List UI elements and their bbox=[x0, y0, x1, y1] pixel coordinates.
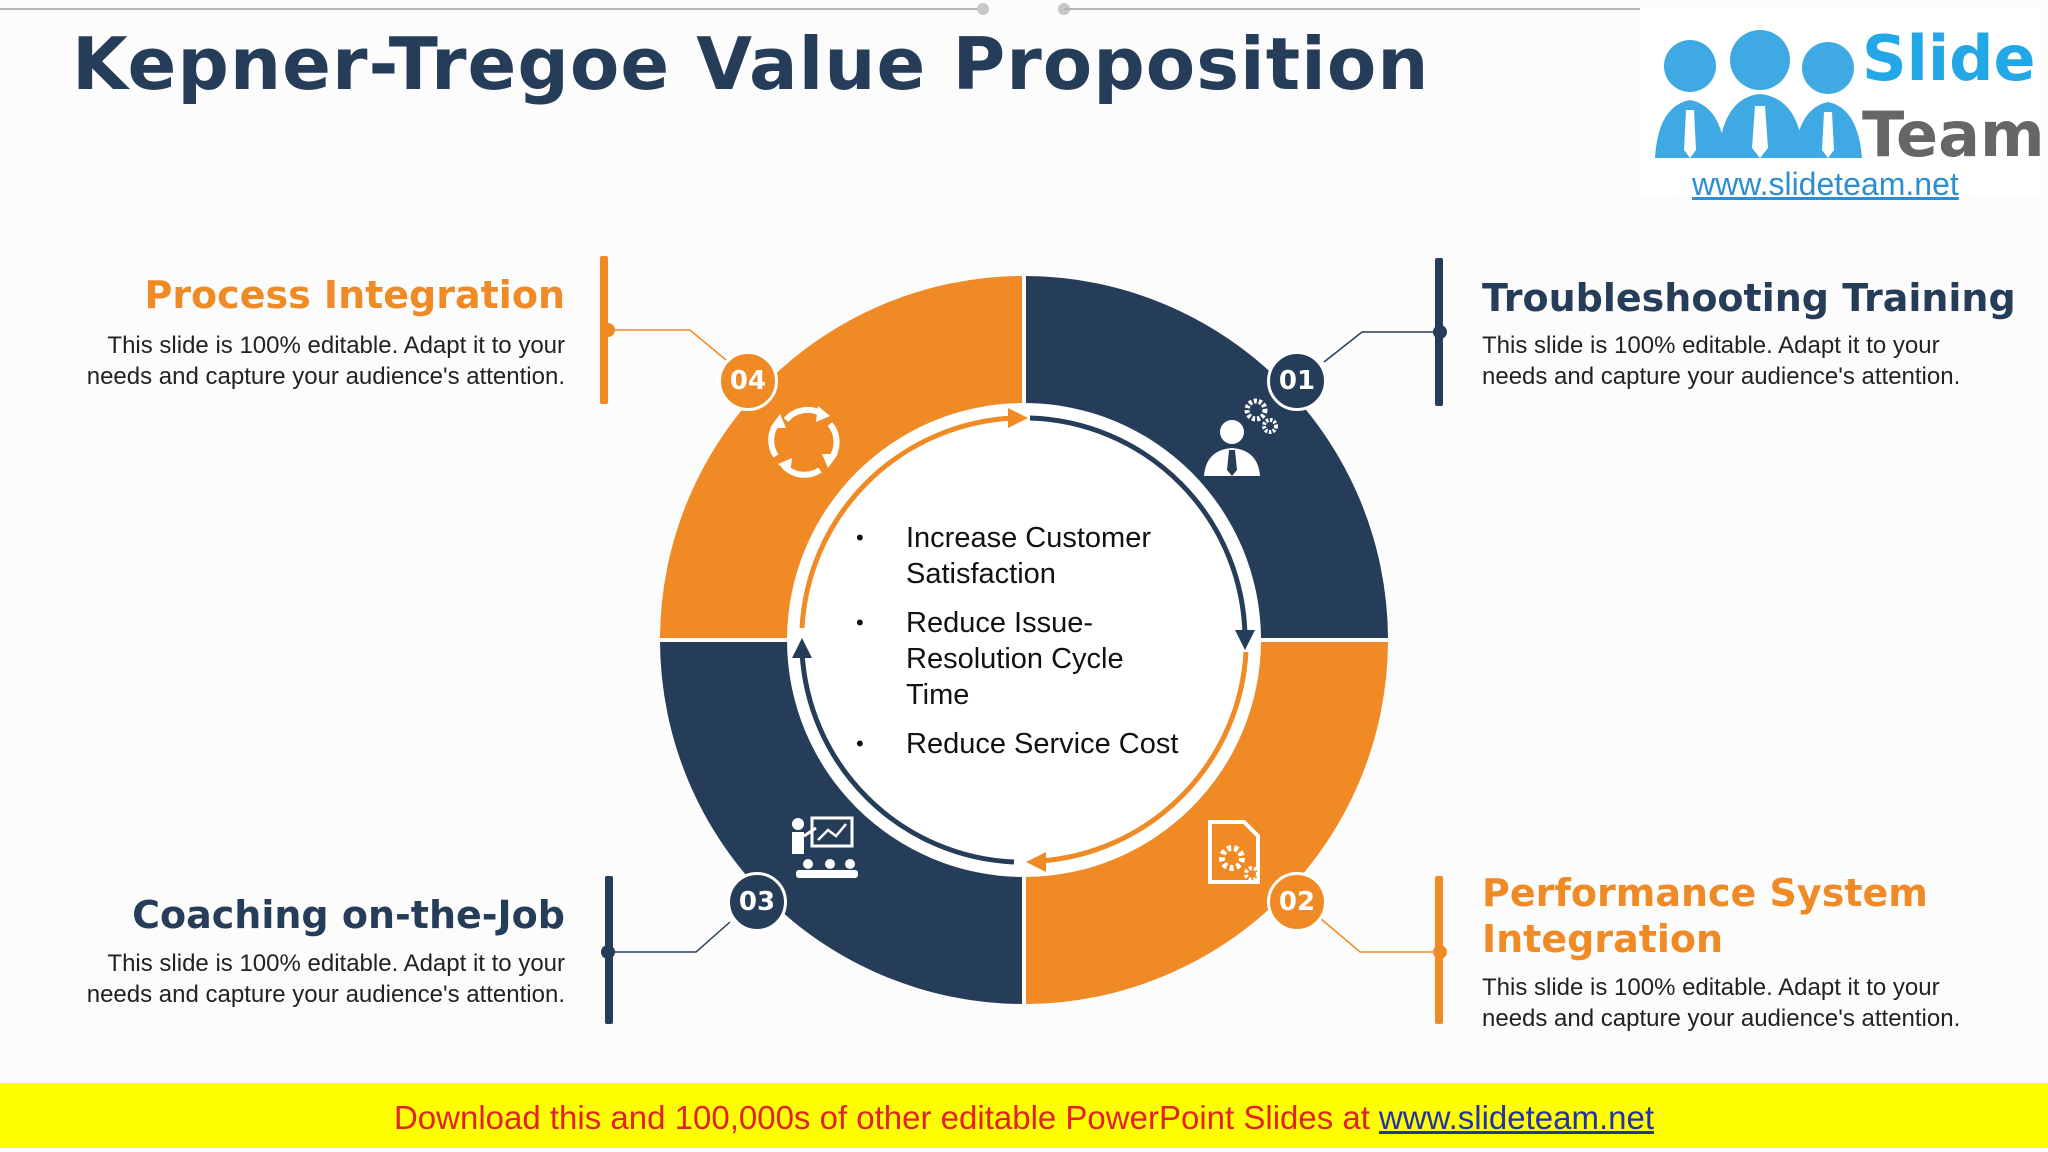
description-03-line1: This slide is 100% editable. Adapt it to… bbox=[107, 950, 565, 977]
accent-bar-03 bbox=[605, 876, 613, 1024]
footer-bottom-strip bbox=[0, 1148, 2048, 1152]
value-item-1-line1: Increase Customer bbox=[906, 522, 1151, 554]
presentation-teacher-icon bbox=[792, 816, 858, 878]
arrowhead-left bbox=[1008, 408, 1028, 428]
value-item-1: Increase Customer Satisfaction bbox=[850, 520, 1190, 592]
slideteam-logo: Slide Team www.slideteam.net bbox=[1640, 8, 2045, 202]
description-04-line2: needs and capture your audience's attent… bbox=[86, 363, 565, 390]
arrow-arc-left bbox=[799, 415, 1015, 629]
badge-04: 04 bbox=[718, 351, 778, 411]
accent-bar-01 bbox=[1435, 258, 1443, 406]
connector-02 bbox=[1319, 917, 1440, 953]
heading-performance-system: Performance System Integration bbox=[1482, 870, 1928, 962]
description-02-line2: needs and capture your audience's attent… bbox=[1482, 1005, 1961, 1032]
description-04-line1: This slide is 100% editable. Adapt it to… bbox=[107, 332, 565, 359]
connector-04 bbox=[608, 329, 727, 361]
badge-01: 01 bbox=[1267, 351, 1327, 411]
footer-banner: Download this and 100,000s of other edit… bbox=[0, 1083, 2048, 1152]
value-item-1-line2: Satisfaction bbox=[906, 558, 1056, 590]
top-divider-dot-left bbox=[977, 3, 989, 15]
segment-02-performance bbox=[1026, 642, 1388, 1004]
heading-02-line1: Performance System bbox=[1482, 871, 1928, 915]
footer-link[interactable]: www.slideteam.net bbox=[1378, 1098, 1655, 1136]
description-01: This slide is 100% editable. Adapt it to… bbox=[1482, 330, 1960, 392]
segment-04-process bbox=[660, 276, 1022, 638]
heading-process-integration: Process Integration bbox=[144, 273, 565, 317]
people-logo-icon bbox=[1655, 30, 1862, 158]
description-03-line2: needs and capture your audience's attent… bbox=[86, 981, 565, 1008]
document-gears-icon bbox=[1208, 820, 1260, 884]
badge-03: 03 bbox=[727, 872, 787, 932]
value-item-2: Reduce Issue- Resolution Cycle Time bbox=[850, 605, 1190, 713]
footer-text: Download this and 100,000s of other edit… bbox=[393, 1098, 1370, 1136]
cycle-arrows-heads bbox=[770, 406, 838, 474]
arrow-arc-right bbox=[1039, 651, 1249, 864]
segment-03-coaching bbox=[660, 642, 1022, 1004]
connector-03 bbox=[608, 921, 731, 953]
heading-troubleshooting-training: Troubleshooting Training bbox=[1482, 276, 2016, 320]
badge-02: 02 bbox=[1267, 872, 1327, 932]
description-03: This slide is 100% editable. Adapt it to… bbox=[87, 948, 565, 1010]
arrow-arc-bottom bbox=[799, 651, 1015, 865]
description-04: This slide is 100% editable. Adapt it to… bbox=[87, 330, 565, 392]
value-item-3-line1: Reduce Service Cost bbox=[906, 728, 1179, 760]
value-item-2-line3: Time bbox=[906, 679, 970, 711]
heading-coaching-on-the-job: Coaching on-the-Job bbox=[132, 893, 565, 937]
logo-word-slide: Slide bbox=[1862, 22, 2036, 95]
description-01-line2: needs and capture your audience's attent… bbox=[1482, 363, 1961, 390]
value-list: Increase Customer Satisfaction Reduce Is… bbox=[850, 520, 1190, 775]
accent-bar-04 bbox=[600, 256, 608, 404]
arrowhead-bottom bbox=[792, 638, 812, 658]
segment-01-troubleshooting bbox=[1026, 276, 1388, 638]
businessman-gears-icon bbox=[1204, 398, 1278, 476]
logo-url-link[interactable]: www.slideteam.net bbox=[1692, 166, 1959, 202]
arrowhead-right bbox=[1026, 852, 1046, 872]
accent-bar-02 bbox=[1435, 876, 1443, 1024]
heading-02-line2: Integration bbox=[1482, 917, 1724, 961]
value-item-2-line1: Reduce Issue- bbox=[906, 607, 1093, 639]
logo-word-team: Team bbox=[1862, 98, 2045, 171]
value-item-2-line2: Resolution Cycle bbox=[906, 643, 1124, 675]
description-02-line1: This slide is 100% editable. Adapt it to… bbox=[1482, 974, 1940, 1001]
arrow-arc-top bbox=[1029, 415, 1248, 637]
value-item-3: Reduce Service Cost bbox=[850, 726, 1190, 762]
connector-01 bbox=[1323, 331, 1440, 363]
top-divider-right bbox=[1064, 8, 1640, 10]
description-01-line1: This slide is 100% editable. Adapt it to… bbox=[1482, 332, 1940, 359]
page-title: Kepner-Tregoe Value Proposition bbox=[72, 22, 1430, 106]
arrowhead-top bbox=[1235, 630, 1255, 650]
top-divider-left bbox=[0, 8, 982, 10]
description-02: This slide is 100% editable. Adapt it to… bbox=[1482, 972, 1960, 1034]
